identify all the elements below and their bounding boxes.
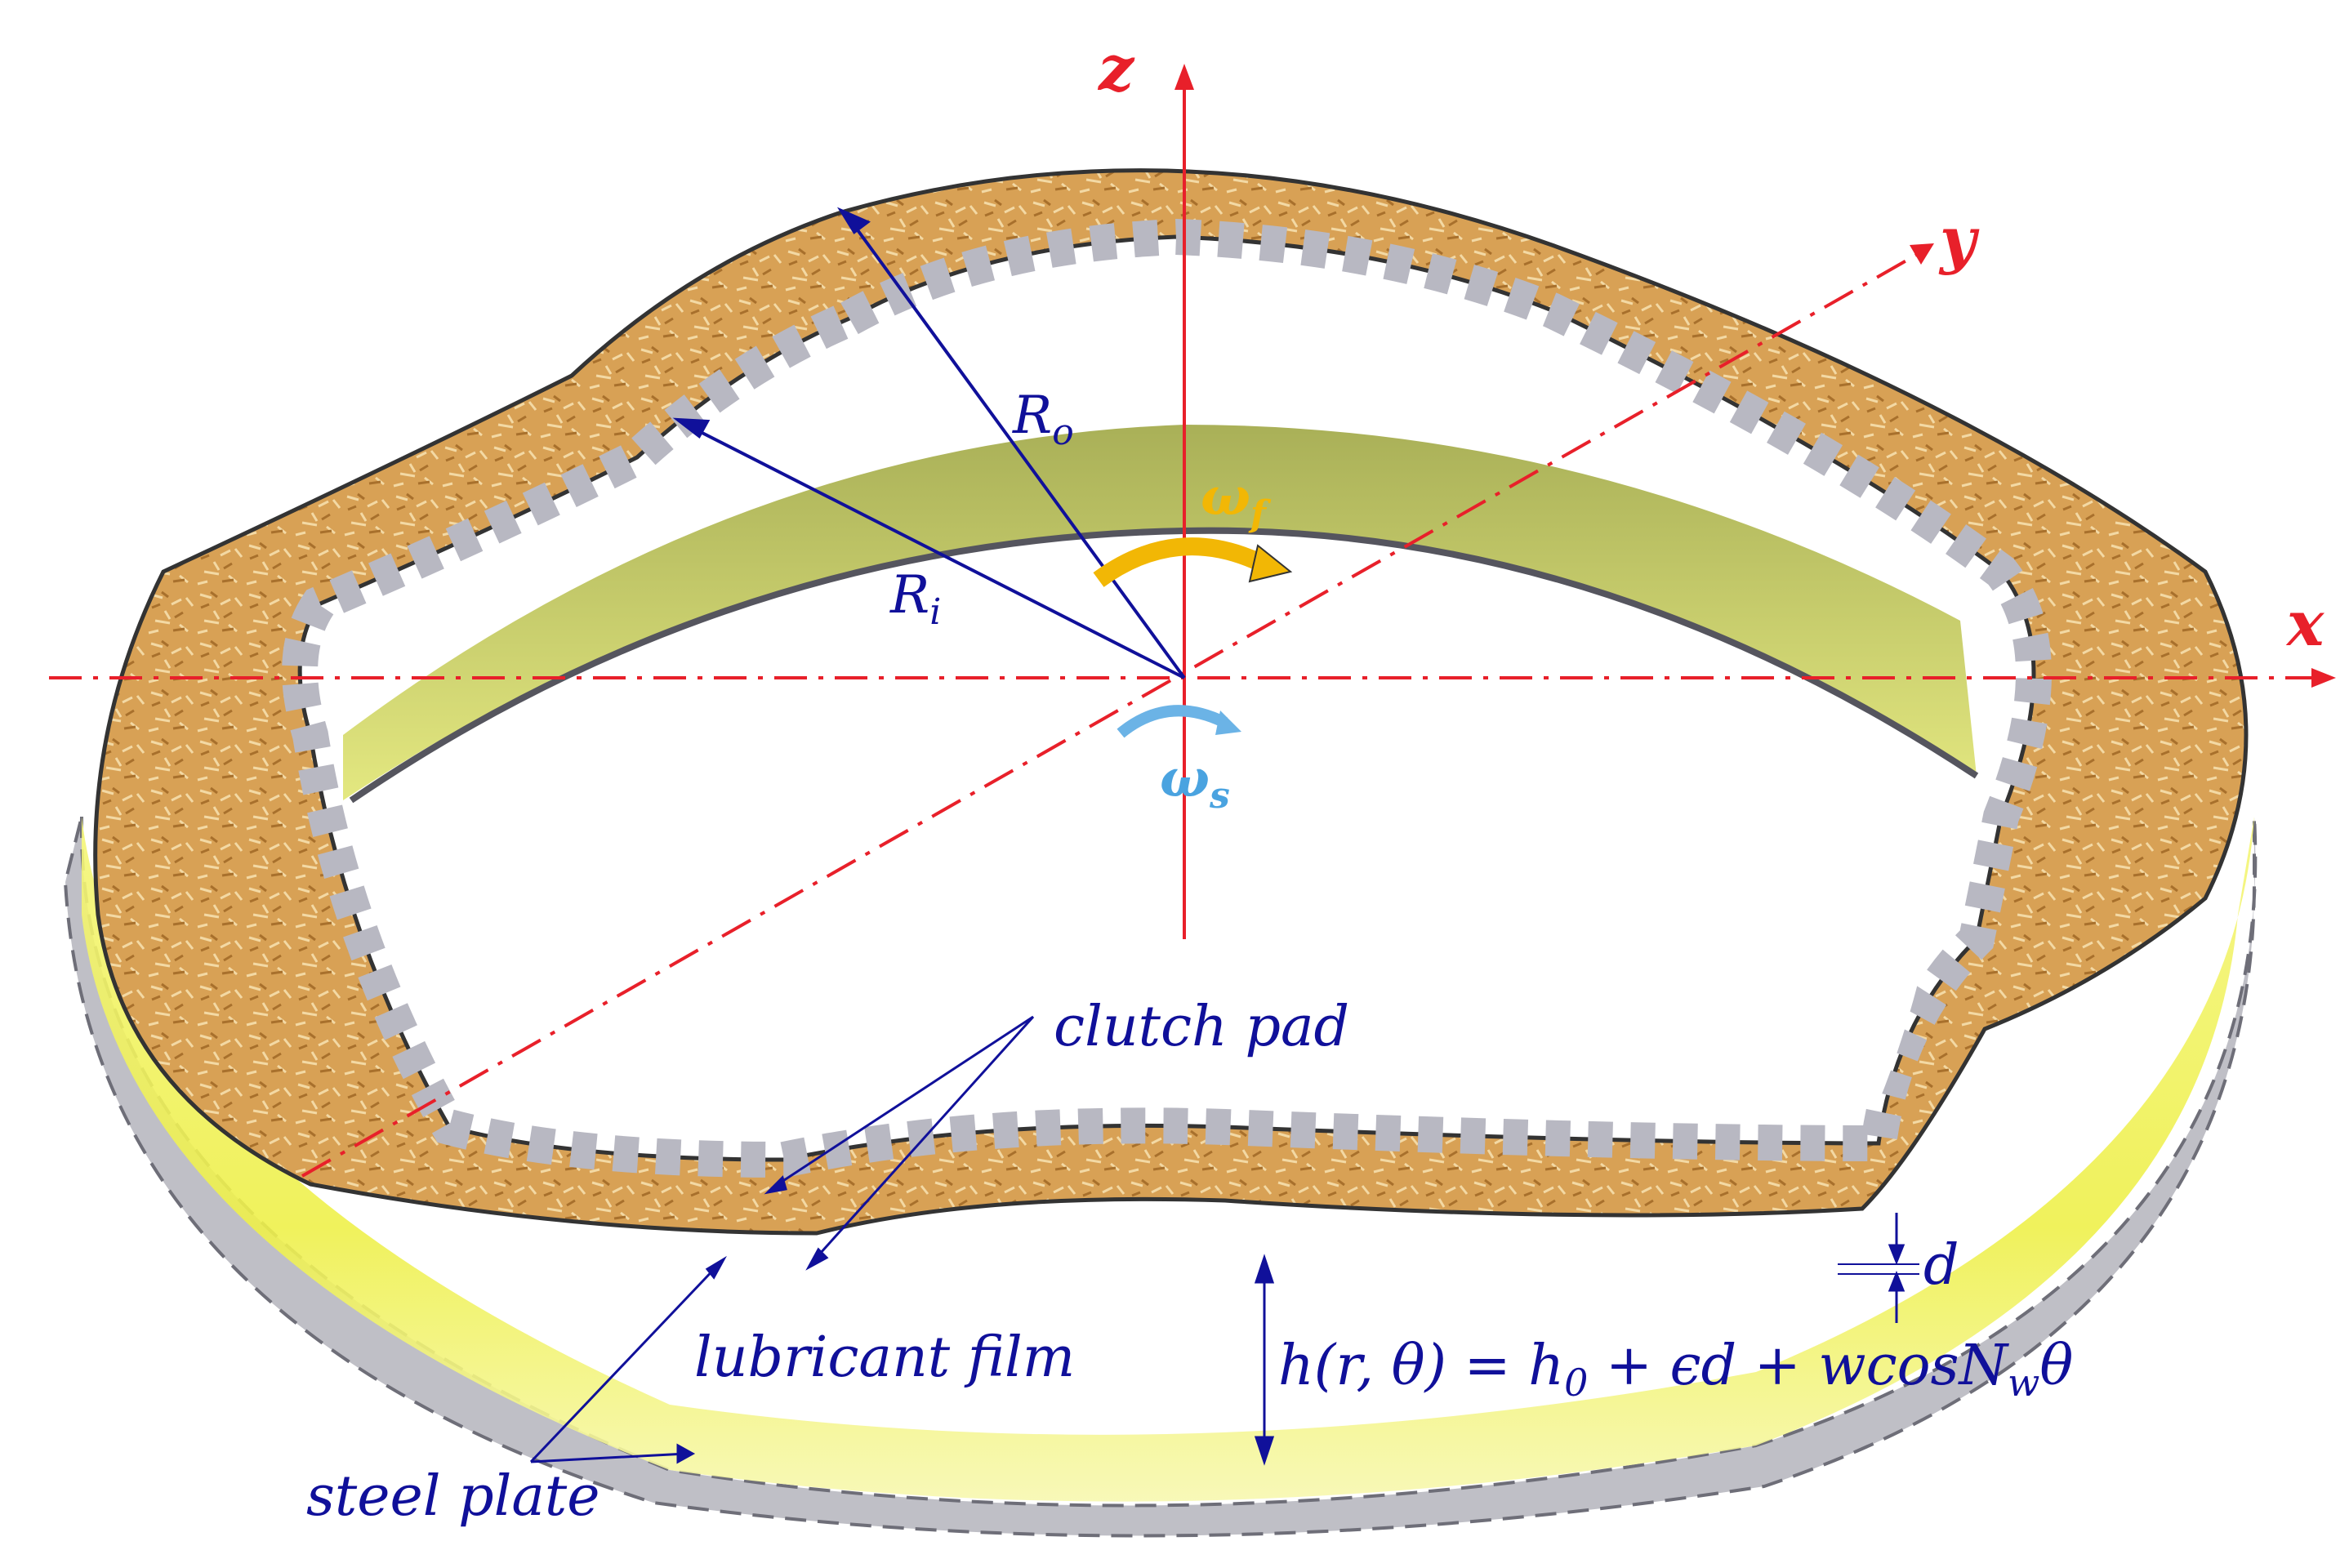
clutch-pad-label: clutch pad — [1054, 995, 1349, 1059]
center-opening — [384, 555, 1944, 1127]
x-axis-arrow — [2311, 668, 2336, 688]
omega-f-label: ωf — [1201, 466, 1272, 535]
radius-lines — [672, 207, 1186, 679]
annotation-leaders — [529, 1015, 1919, 1466]
inner-lubricant-wall — [343, 425, 1977, 800]
inner-radius-arrow — [672, 417, 711, 439]
omega-s-arrow — [1117, 705, 1228, 738]
inner-radius-label: Ri — [889, 565, 941, 633]
film-thickness-equation: h(r, θ) = h0 + ϵd + wcosNwθ — [1278, 1334, 2073, 1405]
steel-plate-label: steel plate — [306, 1464, 600, 1529]
axes — [49, 64, 2336, 1178]
x-axis-label: x — [2285, 587, 2325, 660]
y-axis-arrow — [1910, 243, 1934, 265]
z-axis-arrow — [1174, 64, 1194, 90]
thickness-label: d — [1923, 1233, 1959, 1298]
steel-rotation: ωs — [1117, 705, 1241, 817]
inner-radius-line — [685, 423, 1185, 679]
y-axis-line — [301, 252, 1920, 1178]
outer-radius-line — [848, 217, 1186, 679]
outer-radius-arrow — [836, 207, 871, 234]
outer-radius-label: Ro — [1012, 385, 1074, 453]
friction-rotation: ωf — [1093, 466, 1293, 587]
z-axis-label: z — [1097, 32, 1135, 105]
y-axis-label: y — [1938, 203, 1980, 276]
lubricant-film-label: lubricant film — [694, 1325, 1075, 1390]
omega-f-arrow — [1093, 537, 1266, 587]
omega-s-label: ωs — [1160, 748, 1230, 817]
